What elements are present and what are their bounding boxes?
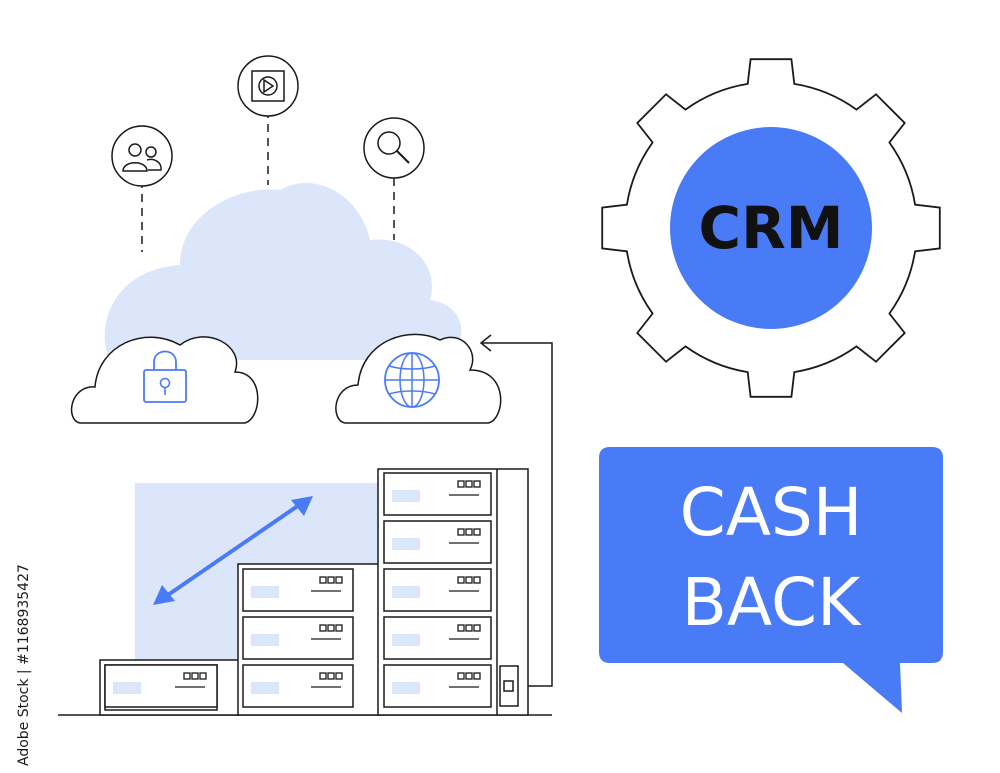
globe-icon [384, 352, 440, 408]
server-led [465, 576, 473, 584]
video-player-icon [237, 55, 299, 117]
users-icon [111, 125, 173, 187]
lock-cloud [70, 336, 259, 424]
server-racks [58, 468, 552, 716]
server-led [457, 480, 465, 488]
cloud-network [70, 55, 502, 424]
server-led [465, 528, 473, 536]
server-unit-label [392, 490, 420, 502]
server-led [327, 624, 335, 632]
server-led [335, 672, 343, 680]
gear-label: CRM [699, 194, 844, 262]
server-led [319, 672, 327, 680]
server-led [199, 672, 207, 680]
server-led [473, 624, 481, 632]
server-led [457, 624, 465, 632]
big-cloud [104, 183, 462, 360]
server-unit-label [113, 682, 141, 694]
server-led [473, 576, 481, 584]
server-unit-label [251, 682, 279, 694]
cashback-bubble: CASH BACK [599, 447, 943, 713]
server-unit-label [392, 682, 420, 694]
server-unit [383, 616, 492, 660]
server-unit-label [392, 634, 420, 646]
server-led [457, 576, 465, 584]
server-cloud-connector [479, 334, 553, 687]
server-led [335, 576, 343, 584]
server-led [473, 672, 481, 680]
server-led [335, 624, 343, 632]
server-led [465, 672, 473, 680]
speech-bubble [599, 447, 943, 713]
double-arrow-icon [153, 496, 313, 605]
server-led [457, 672, 465, 680]
gear-hub [670, 127, 872, 329]
server-led [473, 528, 481, 536]
server-unit-label [251, 586, 279, 598]
search-icon [363, 117, 425, 179]
server-unit-label [251, 634, 279, 646]
cashback-line-2: BACK [682, 564, 862, 641]
server-led [183, 672, 191, 680]
server-unit-label [392, 586, 420, 598]
padlock-icon [143, 350, 187, 403]
server-led [465, 480, 473, 488]
server-led [319, 576, 327, 584]
globe-cloud [335, 333, 502, 424]
server-led [327, 576, 335, 584]
server-led [191, 672, 199, 680]
server-units [104, 472, 492, 708]
server-unit-label [392, 538, 420, 550]
server-led [457, 528, 465, 536]
cashback-line-1: CASH [680, 474, 863, 551]
server-led [465, 624, 473, 632]
stock-watermark: Adobe Stock | #1168935427 [16, 564, 32, 766]
server-led [473, 480, 481, 488]
watermark-text: Adobe Stock | #1168935427 [16, 564, 32, 766]
crm-gear: CRM [601, 58, 941, 398]
server-led [327, 672, 335, 680]
server-led [319, 624, 327, 632]
